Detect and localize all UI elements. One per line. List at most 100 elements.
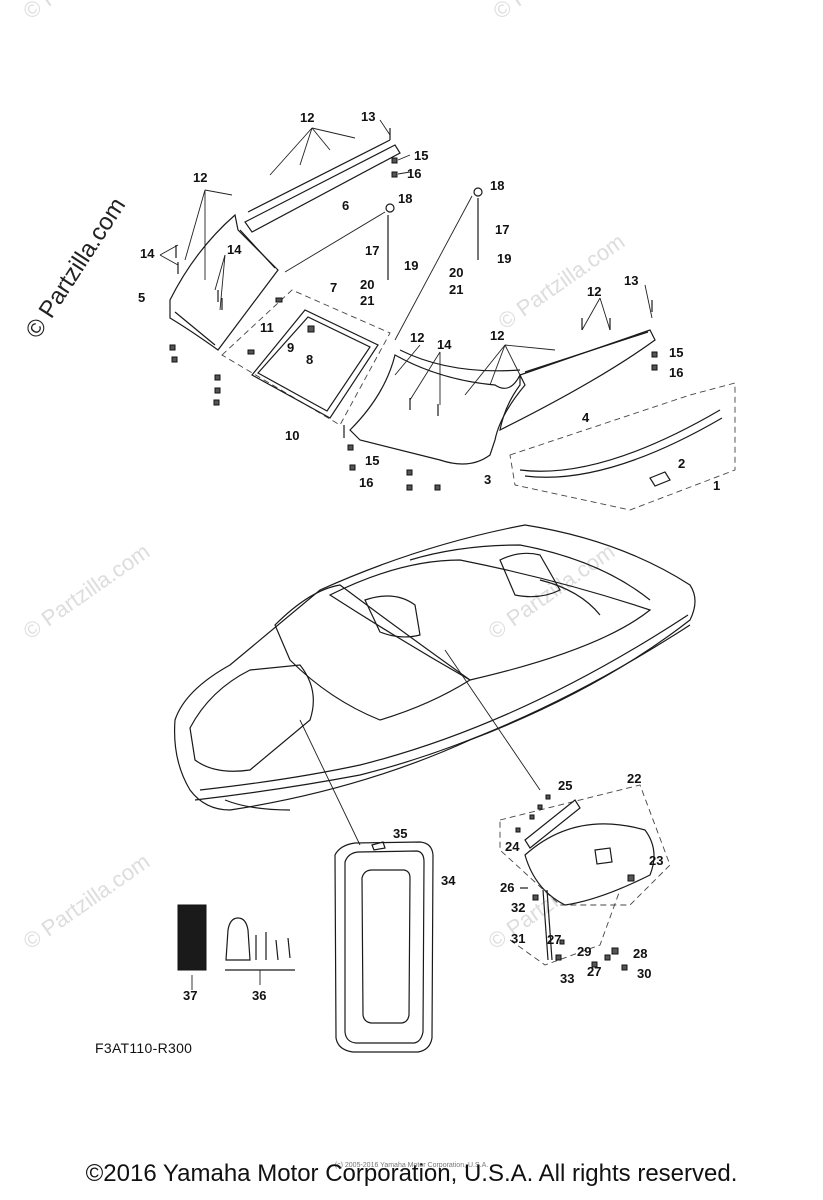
part-6-upper-trim <box>244 144 401 233</box>
callout-19-a: 19 <box>404 258 418 273</box>
storage-hatch-assembly <box>499 784 671 971</box>
watermark-faint: © Partzilla.com <box>489 0 625 24</box>
tool-wrench-2 <box>287 937 291 959</box>
part-1-outline <box>509 382 736 511</box>
part-18-end-right <box>473 187 483 197</box>
callout-21-b: 21 <box>449 282 463 297</box>
copyright-notice: ©2016 Yamaha Motor Corporation, U.S.A. A… <box>85 1160 738 1187</box>
hatch-logo <box>594 847 613 865</box>
callout-20-b: 20 <box>449 265 463 280</box>
part-5-left-panel <box>169 213 279 351</box>
callout-12-b: 12 <box>193 170 207 185</box>
callout-36: 36 <box>252 988 266 1003</box>
callout-18-b: 18 <box>490 178 504 193</box>
callout-3: 3 <box>484 472 491 487</box>
callout-leaders-upper <box>159 119 653 405</box>
callout-9: 9 <box>287 340 294 355</box>
callout-32: 32 <box>511 900 525 915</box>
diagram-reference-code: F3AT110-R300 <box>95 1040 193 1056</box>
callout-14-a: 14 <box>140 246 155 261</box>
callout-28: 28 <box>633 946 647 961</box>
callout-14-c: 14 <box>437 337 452 352</box>
callout-26: 26 <box>500 880 514 895</box>
part-28-bracket <box>611 947 619 955</box>
callout-4: 4 <box>582 410 590 425</box>
part-33-screw <box>555 954 562 961</box>
part-22-hatch-lid <box>524 823 655 906</box>
callout-24: 24 <box>505 839 520 854</box>
callout-15-b: 15 <box>669 345 683 360</box>
hull-main-cockpit <box>328 559 652 681</box>
callout-8: 8 <box>306 352 313 367</box>
callout-18-a: 18 <box>398 191 412 206</box>
part-18-end-left <box>385 203 395 213</box>
callout-35: 35 <box>393 826 407 841</box>
callout-23: 23 <box>649 853 663 868</box>
callout-37: 37 <box>183 988 197 1003</box>
hull-seat <box>499 552 561 598</box>
callout-27-a: 27 <box>547 932 561 947</box>
part-34-seal <box>334 841 434 1053</box>
callout-19-b: 19 <box>497 251 511 266</box>
screw-pins <box>175 128 653 438</box>
tool-bag <box>225 917 251 961</box>
hull-bow-cockpit <box>189 664 314 772</box>
watermark-faint: © Partzilla.com <box>484 539 620 645</box>
callout-33: 33 <box>560 971 574 986</box>
callout-12-a: 12 <box>300 110 314 125</box>
callout-numbers: 1 2 3 4 5 6 7 8 9 10 11 12 12 12 12 12 1… <box>138 109 720 1003</box>
copyright-fine-print: (c) 2005-2016 Yamaha Motor Corporation, … <box>334 1162 489 1169</box>
boat-hull <box>173 524 696 846</box>
callout-12-c: 12 <box>410 330 424 345</box>
callout-27-b: 27 <box>587 964 601 979</box>
callout-25: 25 <box>558 778 572 793</box>
callout-13-b: 13 <box>624 273 638 288</box>
watermark-faint: © Partzilla.com <box>19 849 155 955</box>
part-27-screw <box>591 961 598 968</box>
callout-20-a: 20 <box>360 277 374 292</box>
part-4-right-windshield <box>499 329 656 432</box>
part-23-latch <box>627 874 635 882</box>
callout-12-e: 12 <box>587 284 601 299</box>
callout-21-a: 21 <box>360 293 374 308</box>
fastener-hardware <box>169 157 658 491</box>
callout-10: 10 <box>285 428 299 443</box>
callout-31: 31 <box>511 931 525 946</box>
callout-22: 22 <box>627 771 641 786</box>
callout-12-d: 12 <box>490 328 504 343</box>
callout-17-a: 17 <box>365 243 379 258</box>
callout-34: 34 <box>441 873 456 888</box>
watermark-faint: © Partzilla.com <box>19 0 155 24</box>
part-37-decal <box>177 904 207 990</box>
callout-15-a: 15 <box>414 148 428 163</box>
part-1-trim-strip <box>519 409 721 472</box>
hatch-hardware <box>515 794 565 945</box>
hull-helm-seat <box>364 595 421 638</box>
windshield-assembly <box>159 119 736 511</box>
watermark-main: © Partzilla.com <box>20 193 131 343</box>
callout-30: 30 <box>637 966 651 981</box>
part-30-screw <box>621 964 628 971</box>
callout-29: 29 <box>577 944 591 959</box>
callout-14-b: 14 <box>227 242 242 257</box>
part-32-pin <box>532 894 539 901</box>
part-2-clip <box>649 471 671 487</box>
callout-15-c: 15 <box>365 453 379 468</box>
part-25-hinge <box>524 799 581 849</box>
part-36-tool-kit <box>225 917 295 985</box>
callout-16-a: 16 <box>407 166 421 181</box>
callout-7: 7 <box>330 280 337 295</box>
hull-outline <box>173 524 696 811</box>
part-10-glass-pane <box>251 309 379 419</box>
callout-13-a: 13 <box>361 109 375 124</box>
hull-rub-rail <box>194 624 691 801</box>
callout-17-b: 17 <box>495 222 509 237</box>
hull-windshield <box>274 584 472 721</box>
callout-16-b: 16 <box>669 365 683 380</box>
callout-11: 11 <box>260 320 274 335</box>
part-3-center-windshield <box>349 354 526 465</box>
watermark-faint: © Partzilla.com <box>19 539 155 645</box>
part-29-screw <box>604 954 611 961</box>
